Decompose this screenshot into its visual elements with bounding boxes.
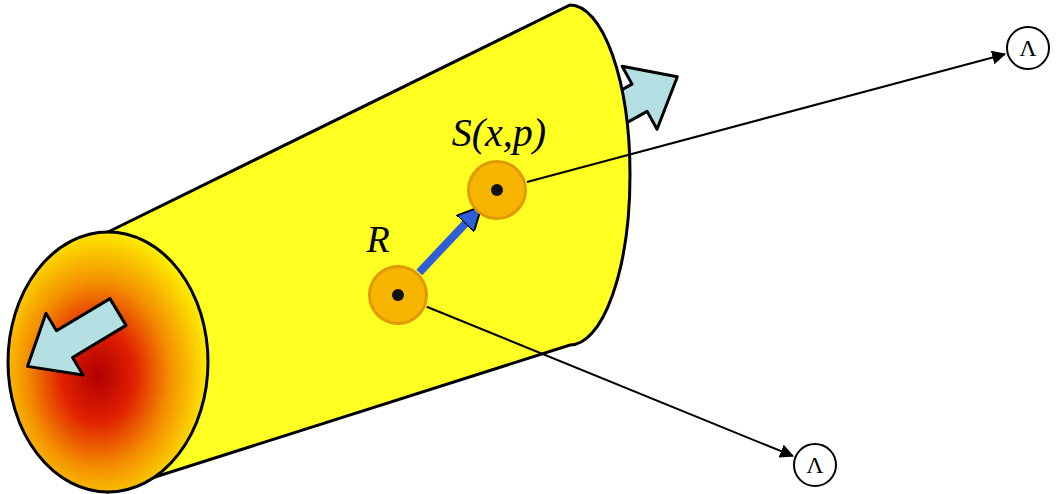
source-point: S(x,p) <box>467 160 527 220</box>
center-dot <box>392 289 404 301</box>
emission-line <box>527 54 1005 182</box>
separation-arrow <box>419 213 475 272</box>
center-dot <box>491 184 503 196</box>
particle-label: Λ <box>806 452 823 479</box>
source-point: R <box>368 265 428 325</box>
expansion-arrow <box>9 281 137 397</box>
point-label: R <box>366 217 389 261</box>
particle-label: Λ <box>1019 35 1036 62</box>
lambda-particle: Λ <box>793 443 837 487</box>
cylinder-face <box>8 232 208 492</box>
lambda-particle: Λ <box>1006 26 1050 70</box>
point-label: S(x,p) <box>452 109 546 156</box>
emission-line <box>427 307 793 456</box>
